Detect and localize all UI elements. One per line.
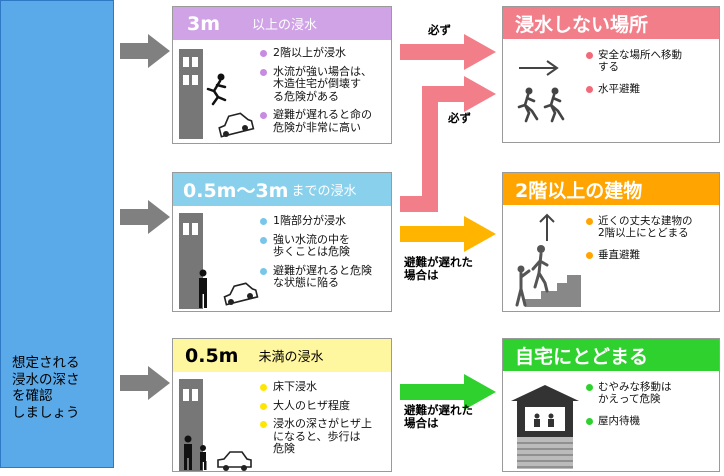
- dest-list-safe: 安全な場所へ移動 する 水平避難: [585, 49, 717, 105]
- list-item: 浸水の深さがヒザ上 になると、歩行は 危険: [258, 417, 393, 456]
- building-icon: [179, 49, 203, 139]
- family-walking-icon: [184, 435, 207, 470]
- wading-person-icon: [199, 269, 207, 308]
- level-depth: 3m: [187, 12, 221, 35]
- list-item: 強い水流の中を 歩くことは危険: [258, 233, 393, 259]
- level-depth: 0.5m: [185, 344, 239, 367]
- dest-box-vertical: 2階以上の建物 近くの丈夫な建物の 2階以上にとどまる 垂直避難: [502, 172, 720, 312]
- dest-title: 2階以上の建物: [503, 173, 719, 205]
- level-depth-suffix: 未満の浸水: [258, 350, 324, 365]
- running-people-icon: [517, 87, 565, 123]
- dest-title: 自宅にとどまる: [503, 339, 719, 371]
- level-list-3m: 2階以上が浸水 水流が強い場合は、 木造住宅が倒壊す る危険がある 避難が遅れる…: [258, 46, 393, 140]
- level-box-low: 0.5m 未満の浸水 床下浸水 大人のヒザ程度 浸水の深さがヒザ上 になると、歩…: [172, 338, 392, 472]
- level-depth-suffix: 以上の浸水: [252, 18, 318, 33]
- list-item: 避難が遅れると命の 危険が非常に高い: [258, 108, 393, 134]
- if-late-label-mid: 避難が遅れた 場合は: [404, 255, 473, 282]
- level-box-mid: 0.5m〜3m までの浸水 1階部分が浸水 強い水流の中を 歩くことは危険 避難…: [172, 172, 392, 312]
- list-item: 水平避難: [585, 83, 717, 95]
- falling-person-icon: [206, 73, 227, 106]
- level-depth: 0.5m〜3m: [183, 180, 289, 202]
- car-icon: [223, 282, 259, 306]
- list-item: 大人のヒザ程度: [258, 399, 393, 413]
- level-box-3m: 3m 以上の浸水 2階以上が浸水 水流が強い場合は、 木造住宅が倒壊す る危険が…: [172, 6, 392, 144]
- dest-box-home: 自宅にとどまる むやみな移動は かえって危険 屋内待機: [502, 338, 720, 472]
- if-late-label-bottom: 避難が遅れた 場合は: [404, 403, 473, 430]
- dest-list-vertical: 近くの丈夫な建物の 2階以上にとどまる 垂直避難: [585, 215, 719, 271]
- list-item: 水流が強い場合は、 木造住宅が倒壊す る危険がある: [258, 65, 393, 104]
- house-icon: [511, 385, 579, 469]
- gray-arrow-top: [120, 34, 170, 68]
- orange-arrow: [400, 216, 496, 252]
- pink-arrow-bent: [400, 76, 496, 212]
- main-subtitle: 想定される 浸水の深さ を確認 しましょう: [12, 355, 80, 421]
- level-list-mid: 1階部分が浸水 強い水流の中を 歩くことは危険 避難が遅れると危険 な状態に陥る: [258, 214, 393, 296]
- level-header-mid: 0.5m〜3m までの浸水: [173, 173, 391, 206]
- arrow-right-icon: [519, 60, 559, 76]
- pink-arrow-top: [400, 34, 496, 70]
- list-item: 垂直避難: [585, 249, 719, 261]
- left-panel: 避 難 行 動 の 心 得 想定される 浸水の深さ を確認 しましょう: [0, 0, 378, 468]
- list-item: 屋内待機: [585, 415, 719, 427]
- list-item: 床下浸水: [258, 380, 393, 394]
- green-arrow: [400, 374, 496, 410]
- list-item: むやみな移動は かえって危険: [585, 381, 719, 405]
- level-depth-suffix: までの浸水: [291, 184, 357, 199]
- dest-list-home: むやみな移動は かえって危険 屋内待機: [585, 381, 719, 437]
- gray-arrow-mid: [120, 200, 170, 234]
- must-label-top: 必ず: [428, 23, 451, 37]
- list-item: 1階部分が浸水: [258, 214, 393, 228]
- level-header-low: 0.5m 未満の浸水: [173, 339, 391, 372]
- level-list-low: 床下浸水 大人のヒザ程度 浸水の深さがヒザ上 になると、歩行は 危険: [258, 380, 393, 462]
- list-item: 2階以上が浸水: [258, 46, 393, 60]
- list-item: 安全な場所へ移動 する: [585, 49, 717, 73]
- list-item: 近くの丈夫な建物の 2階以上にとどまる: [585, 215, 719, 239]
- car-icon: [217, 451, 252, 471]
- dest-title: 浸水しない場所: [503, 7, 719, 39]
- list-item: 避難が遅れると危険 な状態に陥る: [258, 264, 393, 290]
- gray-arrow-bottom: [120, 366, 170, 400]
- level-header-3m: 3m 以上の浸水: [173, 7, 391, 40]
- dest-box-safe: 浸水しない場所 安全な場所へ移動 する 水平避難: [502, 6, 720, 143]
- must-label-mid: 必ず: [448, 111, 471, 125]
- car-icon: [218, 112, 255, 138]
- stairs-people-icon: [515, 213, 581, 307]
